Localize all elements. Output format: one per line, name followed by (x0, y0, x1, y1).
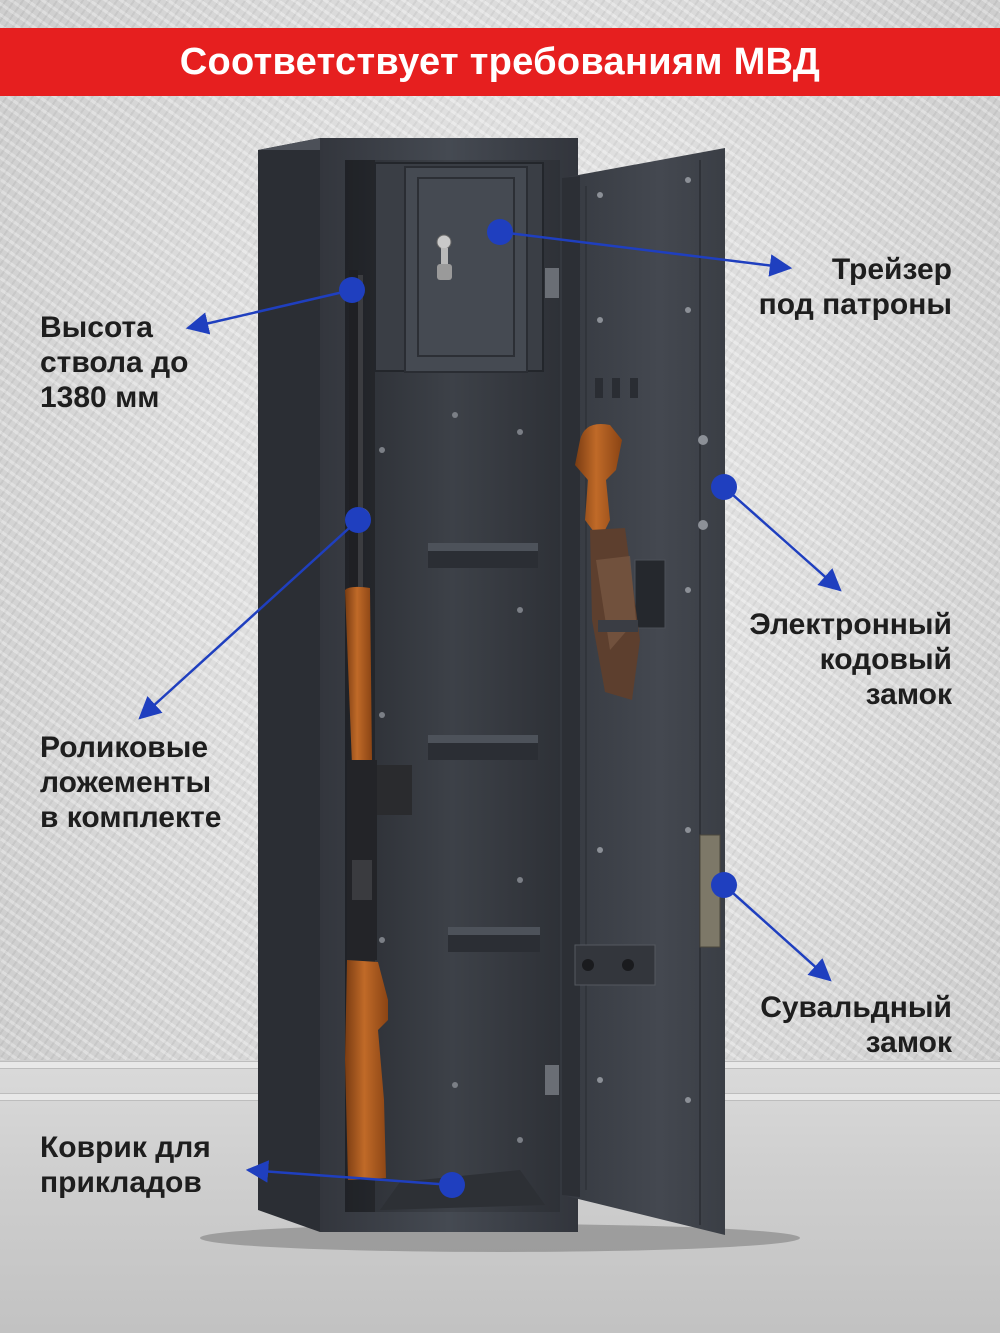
label-line: Высота (40, 311, 153, 344)
hinge-bottom (545, 1065, 559, 1095)
label-electronic-lock: Электронный кодовый замок (749, 607, 952, 712)
marker-ammo-box (487, 219, 513, 245)
rifle (345, 270, 412, 1180)
roller-rack-2 (428, 735, 538, 760)
roller-rack-3 (448, 927, 540, 952)
marker-barrel-height (339, 277, 365, 303)
label-line: прикладов (40, 1166, 202, 1199)
door-hooks (595, 378, 638, 398)
marker-lever-lock (711, 872, 737, 898)
label-line: 1380 мм (40, 381, 160, 414)
label-line: Трейзер (831, 253, 952, 286)
label-line: ложементы (40, 766, 212, 799)
banner-title: Соответствует требованиям МВД (179, 41, 821, 83)
label-roller-racks: Роликовые ложементы в комплекте (40, 730, 221, 835)
label-line: в комплекте (40, 801, 222, 834)
label-line: Роликовые (40, 731, 209, 764)
label-line: ствола до (40, 346, 189, 379)
label-line: Коврик для (40, 1131, 211, 1164)
door-bolts (597, 177, 708, 1103)
label-line: замок (865, 678, 952, 711)
back-wall-bolts (379, 412, 523, 1143)
arrow-electronic-lock (723, 486, 842, 592)
ammo-box-door (404, 166, 528, 373)
label-line: Сувальдный (760, 991, 952, 1024)
ammo-box-panel (417, 177, 515, 357)
door-lock-hole-1 (582, 959, 594, 971)
marker-electronic-lock (711, 474, 737, 500)
label-lever-lock: Сувальдный замок (760, 990, 952, 1060)
arrow-butt-mat (245, 1160, 453, 1187)
label-line: замок (865, 1026, 952, 1059)
safe-side-panel (258, 138, 320, 1232)
label-line: кодовый (819, 643, 952, 676)
electronic-lock-box (634, 559, 666, 629)
knife (575, 424, 640, 700)
ammo-box-keyhole (436, 234, 452, 250)
hinge-top (545, 268, 559, 298)
label-line: Электронный (749, 608, 952, 641)
arrow-roller-racks (138, 519, 359, 720)
ammo-box-key (441, 248, 448, 266)
arrow-ammo-box (499, 230, 793, 277)
header-banner (0, 28, 1000, 96)
callout-arrows (138, 230, 842, 1187)
arrow-lever-lock (723, 884, 832, 982)
arrow-barrel-height (185, 288, 353, 335)
label-barrel-height: Высота ствола до 1380 мм (40, 310, 188, 415)
door-lock-hole-2 (622, 959, 634, 971)
label-line: под патроны (758, 288, 952, 321)
roller-rack-1 (428, 543, 538, 568)
door-edge (562, 176, 580, 1197)
label-butt-mat: Коврик для прикладов (40, 1130, 211, 1200)
marker-roller-racks (345, 507, 371, 533)
label-ammo-box: Трейзер под патроны (759, 252, 952, 322)
callout-markers (339, 219, 737, 1198)
ammo-box-key-head (437, 264, 452, 280)
marker-butt-mat (439, 1172, 465, 1198)
